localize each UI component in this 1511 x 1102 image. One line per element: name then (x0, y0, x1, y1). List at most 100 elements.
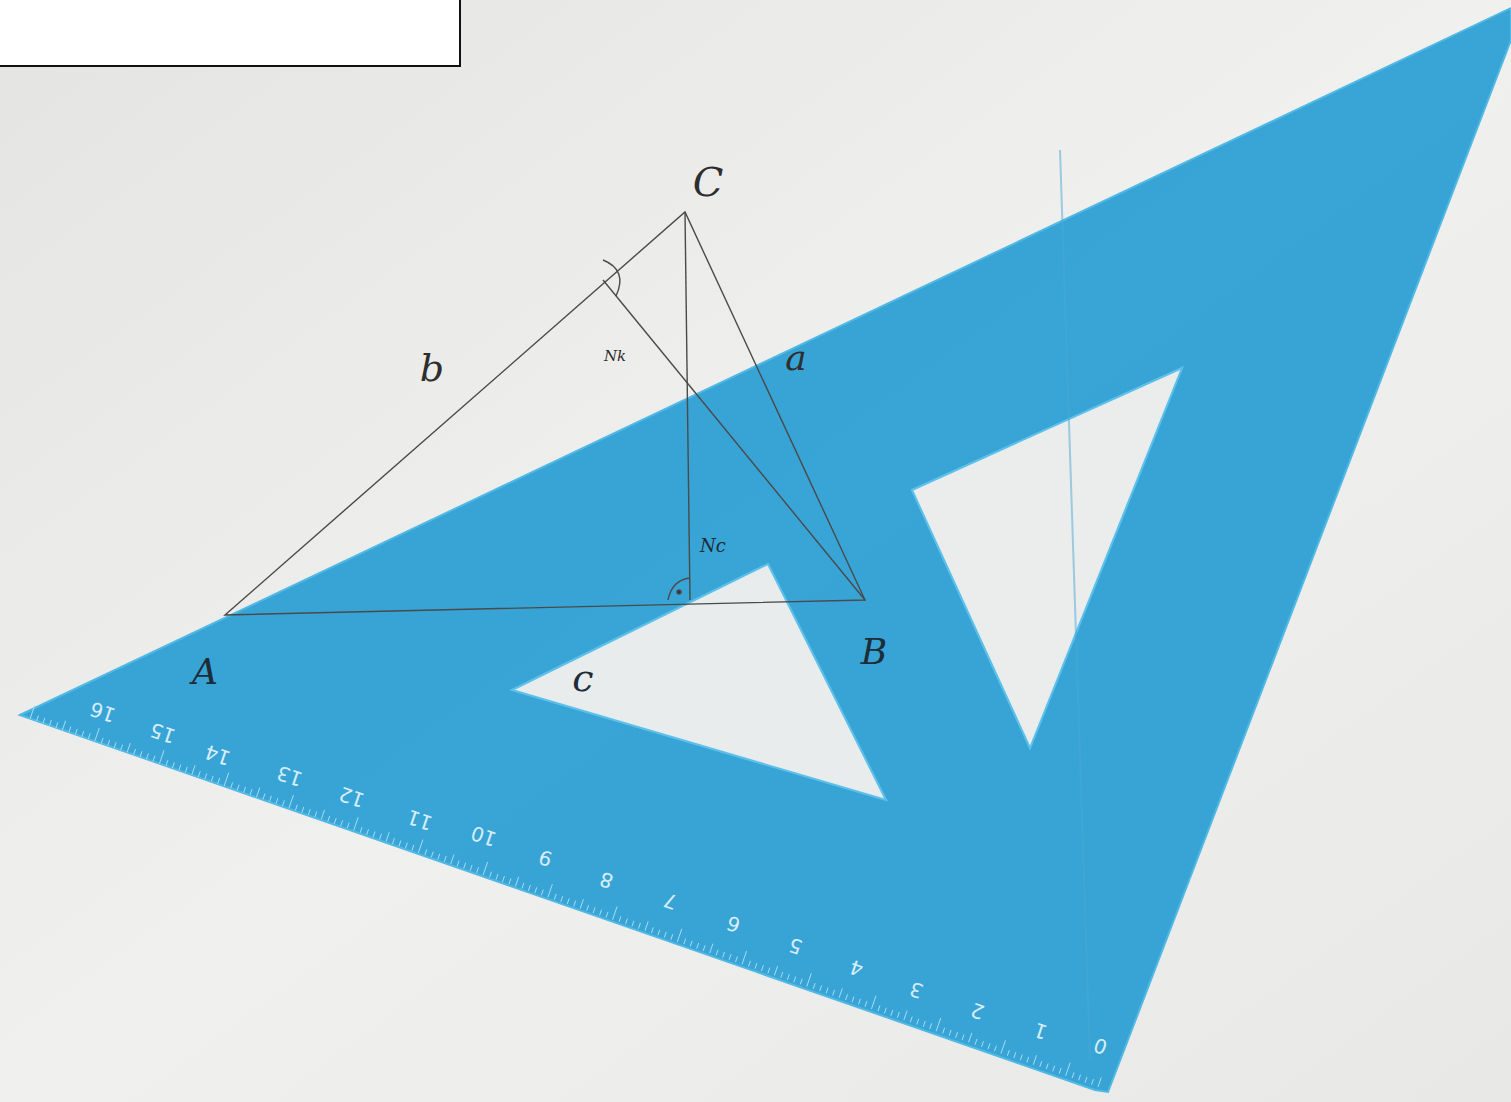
ruler-tick (554, 894, 556, 900)
vertex-label: A (192, 654, 218, 690)
ruler-tick (865, 1001, 867, 1007)
ruler-tick (289, 795, 294, 808)
ruler-tick (515, 877, 518, 886)
ruler-tick (710, 944, 713, 953)
ruler-tick (826, 988, 828, 994)
ruler-tick (88, 733, 90, 739)
ruler-tick (949, 1030, 951, 1036)
ruler-tick (587, 905, 589, 911)
ruler-tick (425, 849, 427, 855)
ruler-tick (231, 782, 233, 788)
triangle-construction (225, 212, 865, 615)
ruler-tick (62, 721, 65, 730)
ruler-tick (237, 785, 239, 791)
ruler-tick (341, 820, 343, 826)
ruler-tick (1033, 1055, 1036, 1064)
ruler-tick (269, 796, 271, 802)
ruler-tick (632, 921, 634, 927)
ruler-tick (185, 767, 187, 773)
foot-label: Nk (604, 349, 626, 364)
ruler-tick (904, 1011, 907, 1020)
altitude (603, 280, 865, 600)
ruler-tick (716, 950, 718, 956)
ruler-tick (1059, 1068, 1061, 1074)
ruler-tick (127, 743, 130, 752)
ruler-number: 0 (1091, 1034, 1110, 1057)
ruler-number: 3 (907, 978, 926, 1001)
ruler-tick (82, 731, 84, 737)
ruler-tick (43, 718, 45, 724)
ruler-tick (658, 930, 660, 936)
ruler-tick (192, 765, 195, 774)
ruler-tick (1040, 1061, 1042, 1067)
ruler-tick (859, 999, 861, 1005)
ruler-scale (30, 706, 1101, 1087)
ruler-tick (470, 865, 472, 871)
ruler-tick (438, 854, 440, 860)
blank-box (0, 0, 460, 66)
set-square-edge (1060, 150, 1090, 1060)
ruler-tick (302, 807, 304, 813)
ruler-tick (930, 1023, 932, 1029)
ruler-tick (923, 1021, 925, 1027)
ruler-tick (457, 861, 459, 867)
ruler-tick (386, 832, 389, 841)
ruler-tick (56, 722, 58, 728)
ruler-tick (988, 1043, 990, 1049)
ruler-tick (684, 939, 686, 945)
ruler-tick (347, 823, 349, 829)
ruler-tick (263, 794, 265, 800)
ruler-tick (910, 1017, 912, 1023)
side-label: c (572, 659, 593, 697)
ruler-tick (742, 951, 747, 964)
ruler-tick (638, 923, 640, 929)
ruler-number: 7 (661, 889, 680, 912)
ruler-number: 13 (275, 762, 306, 789)
ruler-tick (69, 727, 71, 733)
ruler-tick (664, 932, 666, 938)
side-label: b (420, 349, 444, 387)
ruler-tick (548, 884, 553, 897)
ruler-tick (994, 1046, 996, 1052)
ruler-tick (600, 910, 602, 916)
vertex-label: B (861, 634, 887, 670)
ruler-tick (257, 788, 260, 797)
ruler-tick (503, 876, 505, 882)
right-angle-arc (603, 260, 620, 296)
set-square-hole (912, 368, 1182, 748)
ruler-number: 9 (536, 846, 555, 869)
ruler-tick (541, 890, 543, 896)
ruler-tick (535, 887, 537, 893)
ruler-tick (412, 845, 414, 851)
ruler-tick (153, 756, 155, 762)
ruler-tick (606, 912, 608, 918)
ruler-tick (671, 934, 673, 940)
ruler-tick (101, 738, 103, 744)
ruler-tick (477, 867, 479, 873)
ruler-tick (95, 728, 100, 741)
ruler-tick (781, 972, 783, 978)
ruler-tick (956, 1032, 958, 1038)
ruler-tick (975, 1039, 977, 1045)
ruler-tick (755, 963, 757, 969)
ruler-tick (1027, 1057, 1029, 1063)
ruler-tick (645, 921, 648, 930)
ruler-tick (561, 896, 563, 902)
ruler-tick (490, 872, 492, 878)
ruler-tick (198, 771, 200, 777)
ruler-number: 4 (847, 956, 866, 979)
ruler-tick (1079, 1075, 1081, 1081)
ruler-tick (891, 1010, 893, 1016)
ruler-tick (690, 941, 692, 947)
ruler-tick (224, 773, 229, 786)
ruler-tick (1046, 1063, 1048, 1069)
ruler-tick (625, 919, 627, 925)
ruler-tick (962, 1034, 964, 1040)
ruler-tick (619, 916, 621, 922)
ruler-tick (295, 805, 297, 811)
ruler-tick (276, 798, 278, 804)
ruler-number: 15 (148, 719, 179, 746)
ruler-tick (380, 834, 382, 840)
ruler-tick (884, 1008, 886, 1014)
